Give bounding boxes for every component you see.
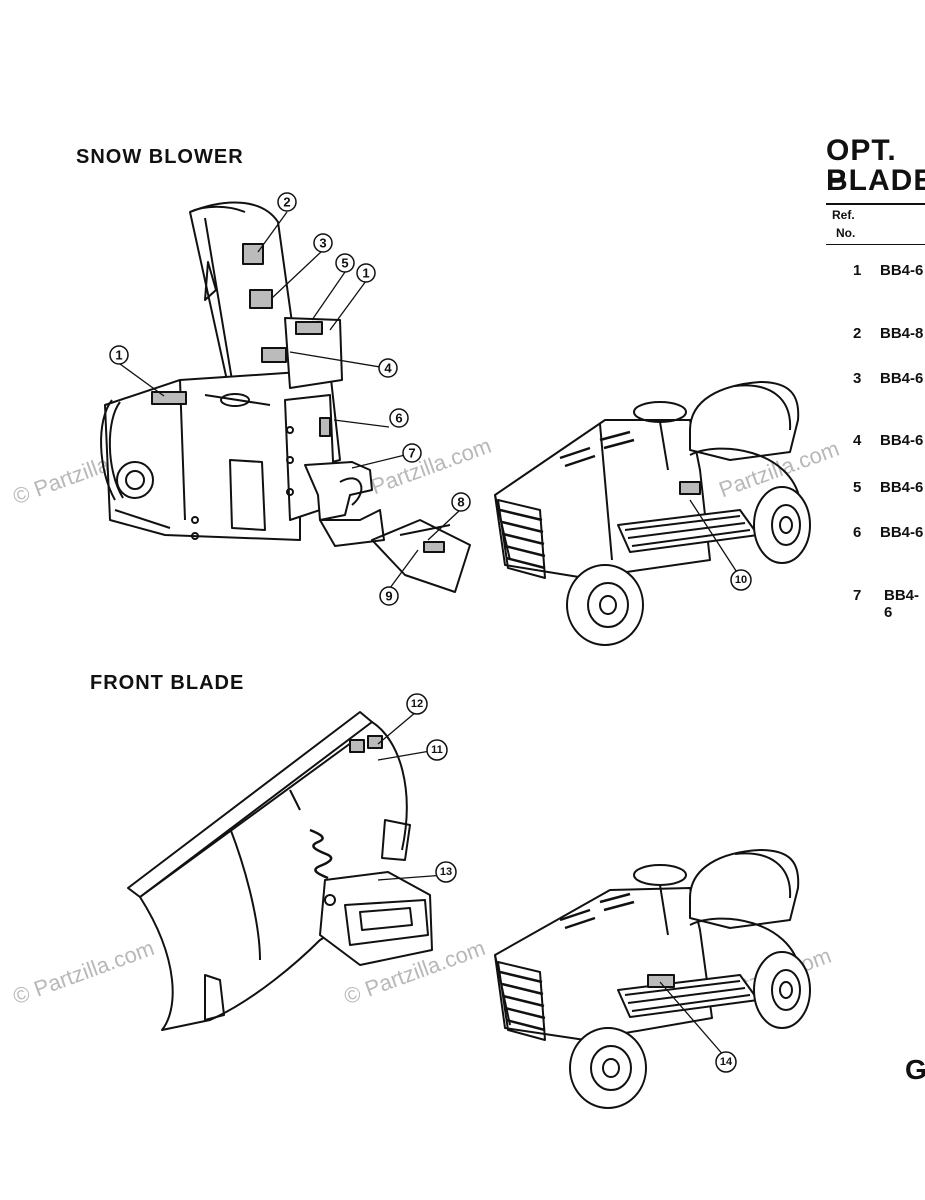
callout-14: 14	[720, 1056, 733, 1068]
ref-number: 5	[853, 479, 862, 496]
ref-number: 1	[853, 262, 862, 279]
callout-12: 12	[411, 698, 423, 710]
callout-9: 9	[385, 589, 392, 604]
panel-title-line2: BLADE	[826, 164, 925, 197]
part-number: BB4-8	[880, 325, 924, 342]
callout-3: 3	[319, 236, 326, 251]
callout-13: 13	[440, 866, 452, 878]
callout-1: 1	[362, 266, 369, 281]
ref-number: 4	[853, 432, 862, 449]
callout-2: 2	[283, 195, 290, 210]
front-blade-title: FRONT BLADE	[90, 672, 245, 694]
snow-blower-title: SNOW BLOWER	[76, 146, 244, 168]
panel-rule	[826, 203, 925, 205]
callout-circles	[109, 192, 752, 1073]
panel-rule-2	[826, 244, 925, 245]
no-header: No.	[836, 226, 856, 240]
leader-lines	[119, 211, 741, 1058]
ref-number: 7	[853, 587, 862, 604]
callout-5: 5	[341, 256, 348, 271]
part-number: BB4-6	[880, 524, 924, 541]
ref-number: 2	[853, 325, 862, 342]
callout-6: 6	[395, 411, 402, 426]
callout-11: 11	[431, 744, 443, 756]
callout-8: 8	[457, 495, 464, 510]
part-number: BB4-6	[880, 262, 924, 279]
corner-letter: G	[905, 1054, 925, 1085]
callout-4: 4	[384, 361, 392, 376]
ref-number: 3	[853, 370, 862, 387]
ref-number: 6	[853, 524, 862, 541]
tractor-lower-drawing	[494, 849, 811, 1109]
part-number: BB4-6	[884, 587, 920, 621]
front-blade-drawing	[127, 711, 433, 1031]
ref-header: Ref.	[832, 208, 855, 222]
snow-blower-drawing	[100, 201, 471, 593]
part-number: BB4-6	[880, 479, 924, 496]
callout-1-left: 1	[115, 348, 122, 363]
part-number: BB4-6	[880, 432, 924, 449]
callout-7: 7	[408, 446, 415, 461]
callout-10: 10	[735, 574, 747, 586]
panel-title-line1: OPT. P	[826, 134, 897, 197]
part-number: BB4-6	[880, 370, 924, 387]
tractor-upper-drawing	[494, 381, 811, 646]
